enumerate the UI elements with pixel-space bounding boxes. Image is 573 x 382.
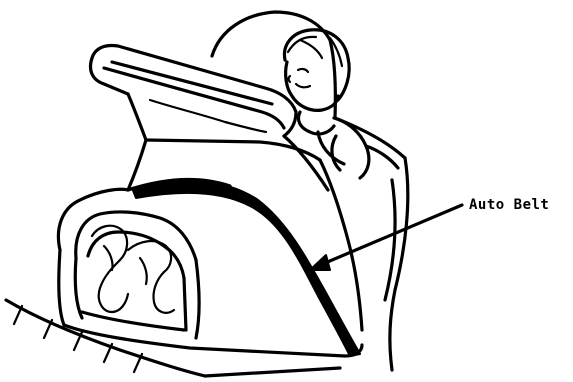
carrier-canopy <box>91 46 297 141</box>
carrier-base <box>58 189 362 356</box>
callout-pointer <box>310 205 462 270</box>
auto-belt-callout-label: Auto Belt <box>469 197 549 213</box>
child-feet <box>92 226 174 313</box>
